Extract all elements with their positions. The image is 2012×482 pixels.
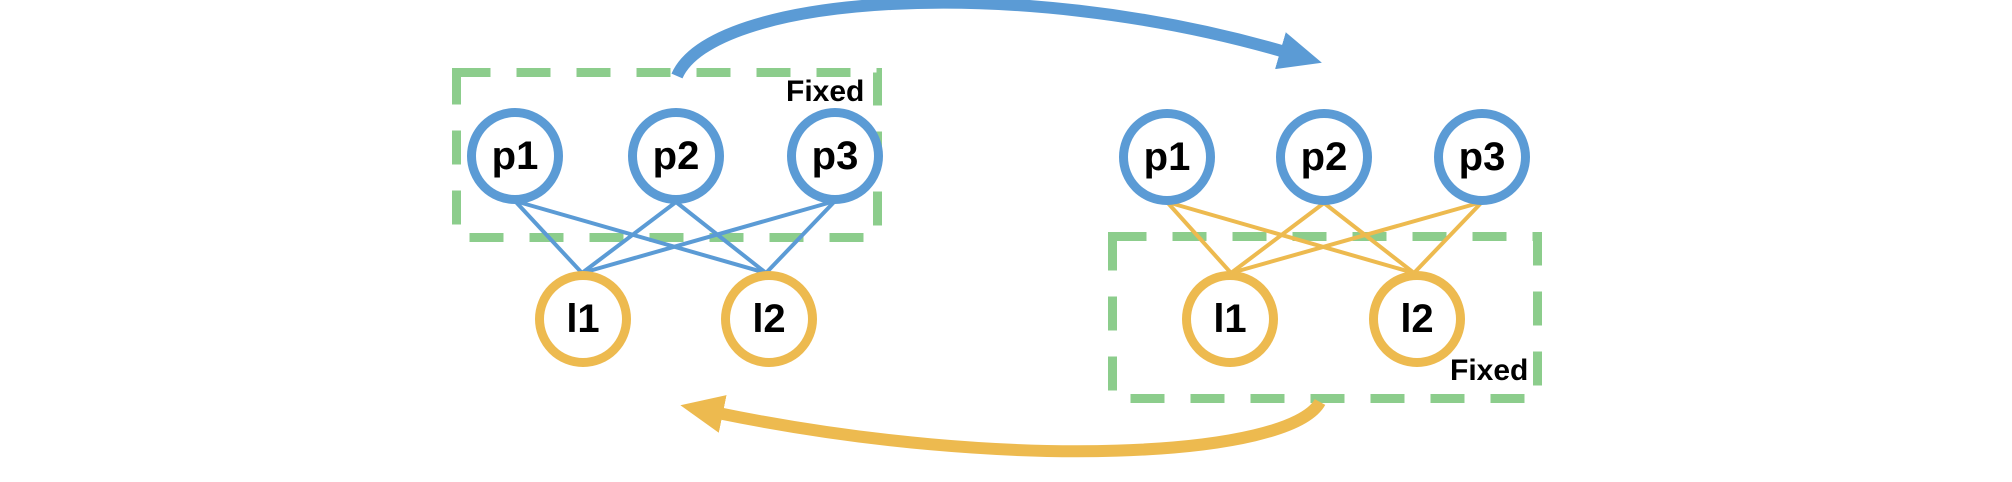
left-node-p3: p3: [787, 108, 883, 204]
right-fixed-box-label: Fixed: [1450, 354, 1529, 387]
right-node-p2: p2: [1276, 109, 1372, 205]
top-cycle-arrow-icon: [671, 0, 1322, 79]
right-fixed-box: [1108, 232, 1542, 403]
left-node-l1: l1: [535, 271, 631, 367]
left-node-l2: l2: [721, 271, 817, 367]
right-node-l1: l1: [1182, 271, 1278, 367]
bottom-cycle-arrow-icon: [680, 395, 1326, 458]
left-node-p2: p2: [628, 108, 724, 204]
left-fixed-box-label: Fixed: [786, 75, 865, 108]
left-node-p1: p1: [467, 108, 563, 204]
right-node-l2: l2: [1369, 271, 1465, 367]
right-node-p3: p3: [1434, 109, 1530, 205]
right-bipartite-edges: [1165, 200, 1484, 275]
left-bipartite-edges: [513, 199, 837, 275]
right-node-p1: p1: [1119, 109, 1215, 205]
